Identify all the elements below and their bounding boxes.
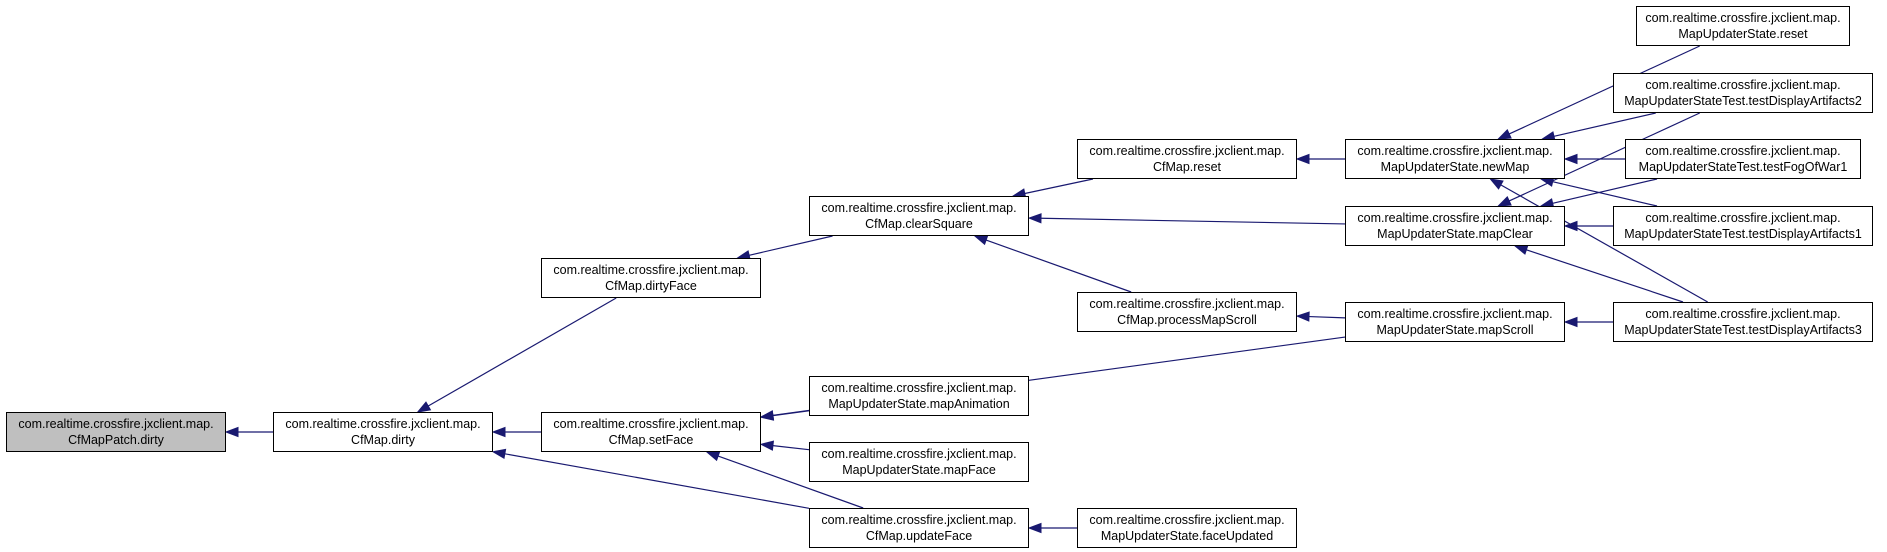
- edge-cfmap_processmapscroll-to-cfmap_clearsquare: [985, 239, 1132, 293]
- node-method-label: CfMap.processMapScroll: [1117, 313, 1257, 327]
- arrowhead-icon: [1295, 311, 1310, 322]
- node-package-label: com.realtime.crossfire.jxclient.map.: [18, 417, 214, 431]
- node-package-label: com.realtime.crossfire.jxclient.map.: [1357, 144, 1553, 158]
- edge-must_testdisplayartifacts2-to-mus_newmap: [1553, 112, 1656, 137]
- arrowhead-icon: [705, 451, 721, 462]
- node-cfmap-processmapscroll[interactable]: com.realtime.crossfire.jxclient.map. CfM…: [1077, 292, 1297, 332]
- node-mapupdaterstate-mapanimation[interactable]: com.realtime.crossfire.jxclient.map. Map…: [809, 376, 1029, 416]
- node-method-label: CfMap.setFace: [608, 433, 694, 447]
- node-package-label: com.realtime.crossfire.jxclient.map.: [1089, 297, 1285, 311]
- node-package-label: com.realtime.crossfire.jxclient.map.: [1645, 11, 1841, 25]
- node-method-label: MapUpdaterStateTest.testDisplayArtifacts…: [1624, 94, 1862, 108]
- node-method-label: MapUpdaterStateTest.testDisplayArtifacts…: [1624, 227, 1862, 241]
- node-method-label: CfMap.updateFace: [865, 529, 973, 543]
- arrowhead-icon: [1563, 153, 1578, 165]
- arrowhead-icon: [224, 426, 239, 438]
- arrowhead-icon: [1295, 153, 1310, 165]
- node-package-label: com.realtime.crossfire.jxclient.map.: [1645, 211, 1841, 225]
- node-package-label: com.realtime.crossfire.jxclient.map.: [1089, 513, 1285, 527]
- edge-cfmap_updateface-to-cfmap_dirty: [504, 453, 810, 509]
- node-cfmap-clearsquare[interactable]: com.realtime.crossfire.jxclient.map. CfM…: [809, 196, 1029, 236]
- node-mapupdaterstate-reset[interactable]: com.realtime.crossfire.jxclient.map. Map…: [1636, 6, 1850, 46]
- node-package-label: com.realtime.crossfire.jxclient.map.: [1357, 307, 1553, 321]
- node-method-label: MapUpdaterState.reset: [1678, 27, 1808, 41]
- edge-must_testdisplayartifacts2-to-mus_mapclear: [1508, 112, 1700, 202]
- node-package-label: com.realtime.crossfire.jxclient.map.: [821, 513, 1017, 527]
- node-method-label: MapUpdaterState.faceUpdated: [1100, 529, 1274, 543]
- arrowhead-icon: [1027, 522, 1042, 534]
- edge-must_testdisplayartifacts1-to-mus_newmap: [1552, 181, 1658, 207]
- node-mapupdaterstate-mapclear[interactable]: com.realtime.crossfire.jxclient.map. Map…: [1345, 206, 1565, 246]
- edge-must_testdisplayartifacts3-to-mus_newmap: [1500, 184, 1708, 303]
- node-mapupdaterstate-newmap[interactable]: com.realtime.crossfire.jxclient.map. Map…: [1345, 139, 1565, 179]
- arrowhead-icon: [1489, 178, 1504, 190]
- node-package-label: com.realtime.crossfire.jxclient.map.: [1357, 211, 1553, 225]
- node-package-label: com.realtime.crossfire.jxclient.map.: [1645, 307, 1841, 321]
- node-package-label: com.realtime.crossfire.jxclient.map.: [553, 263, 749, 277]
- arrowhead-icon: [759, 440, 775, 451]
- edge-cfmap_reset-to-cfmap_clearsquare: [1024, 178, 1094, 195]
- arrowhead-icon: [1563, 220, 1578, 232]
- node-cfmap-setface[interactable]: com.realtime.crossfire.jxclient.map. CfM…: [541, 412, 761, 452]
- node-method-label: MapUpdaterState.newMap: [1380, 160, 1530, 174]
- node-method-label: CfMap.dirty: [351, 433, 415, 447]
- edge-mus_mapanimation-to-cfmap_setface: [772, 410, 810, 417]
- node-method-label: MapUpdaterStateTest.testDisplayArtifacts…: [1624, 323, 1862, 337]
- node-mapupdaterstate-faceupdated[interactable]: com.realtime.crossfire.jxclient.map. Map…: [1077, 508, 1297, 548]
- edge-must_testdisplayartifacts3-to-mus_mapclear: [1526, 249, 1684, 303]
- arrowhead-icon: [491, 448, 507, 460]
- arrowhead-icon: [416, 401, 432, 413]
- node-method-label: CfMap.dirtyFace: [605, 279, 697, 293]
- node-method-label: MapUpdaterStateTest.testFogOfWar1: [1638, 160, 1848, 174]
- node-package-label: com.realtime.crossfire.jxclient.map.: [821, 201, 1017, 215]
- node-package-label: com.realtime.crossfire.jxclient.map.: [821, 381, 1017, 395]
- node-mapupdaterstate-mapscroll[interactable]: com.realtime.crossfire.jxclient.map. Map…: [1345, 302, 1565, 342]
- edge-cfmap_updateface-to-cfmap_setface: [717, 455, 864, 509]
- node-method-label: MapUpdaterState.mapAnimation: [828, 397, 1010, 411]
- arrowhead-icon: [491, 426, 506, 438]
- node-package-label: com.realtime.crossfire.jxclient.map.: [821, 447, 1017, 461]
- node-mapupdaterstate-mapface[interactable]: com.realtime.crossfire.jxclient.map. Map…: [809, 442, 1029, 482]
- node-cfmap-dirtyface[interactable]: com.realtime.crossfire.jxclient.map. CfM…: [541, 258, 761, 298]
- node-mapupdaterstatetest-testdisplayartifacts2[interactable]: com.realtime.crossfire.jxclient.map. Map…: [1613, 73, 1873, 113]
- edge-cfmap_dirtyface-to-cfmap_dirty: [427, 297, 617, 407]
- node-cfmap-dirty[interactable]: com.realtime.crossfire.jxclient.map. CfM…: [273, 412, 493, 452]
- node-package-label: com.realtime.crossfire.jxclient.map.: [1089, 144, 1285, 158]
- node-method-label: MapUpdaterState.mapScroll: [1376, 323, 1534, 337]
- node-cfmappatch-dirty: com.realtime.crossfire.jxclient.map. CfM…: [6, 412, 226, 452]
- node-method-label: MapUpdaterState.mapClear: [1377, 227, 1533, 241]
- node-package-label: com.realtime.crossfire.jxclient.map.: [285, 417, 481, 431]
- edge-mus_mapface-to-cfmap_setface: [772, 445, 810, 451]
- node-cfmap-reset[interactable]: com.realtime.crossfire.jxclient.map. CfM…: [1077, 139, 1297, 179]
- arrowhead-icon: [759, 410, 775, 421]
- edge-mus_mapclear-to-cfmap_clearsquare: [1040, 217, 1346, 225]
- node-cfmap-updateface[interactable]: com.realtime.crossfire.jxclient.map. CfM…: [809, 508, 1029, 548]
- node-mapupdaterstatetest-testfogofwar1[interactable]: com.realtime.crossfire.jxclient.map. Map…: [1625, 139, 1861, 179]
- arrowhead-icon: [1497, 129, 1512, 140]
- node-method-label: CfMap.clearSquare: [865, 217, 973, 231]
- node-method-label: CfMapPatch.dirty: [68, 433, 164, 447]
- node-method-label: MapUpdaterState.mapFace: [842, 463, 996, 477]
- node-mapupdaterstatetest-testdisplayartifacts1[interactable]: com.realtime.crossfire.jxclient.map. Map…: [1613, 206, 1873, 246]
- edge-cfmap_clearsquare-to-cfmap_dirtyface: [749, 235, 833, 256]
- node-method-label: CfMap.reset: [1152, 160, 1222, 174]
- node-package-label: com.realtime.crossfire.jxclient.map.: [1645, 144, 1841, 158]
- arrowhead-icon: [1497, 196, 1512, 207]
- node-package-label: com.realtime.crossfire.jxclient.map.: [553, 417, 749, 431]
- arrowhead-icon: [1563, 316, 1578, 328]
- arrowhead-icon: [1513, 244, 1529, 255]
- edge-must_testfogofwar1-to-mus_mapclear: [1552, 178, 1658, 204]
- arrowhead-icon: [973, 235, 989, 246]
- arrowhead-icon: [1027, 213, 1042, 224]
- node-mapupdaterstatetest-testdisplayartifacts3[interactable]: com.realtime.crossfire.jxclient.map. Map…: [1613, 302, 1873, 342]
- node-package-label: com.realtime.crossfire.jxclient.map.: [1645, 78, 1841, 92]
- edge-mus_mapscroll-to-cfmap_processmapscroll: [1308, 315, 1346, 319]
- edge-mus_reset-to-mus_newmap: [1508, 45, 1700, 135]
